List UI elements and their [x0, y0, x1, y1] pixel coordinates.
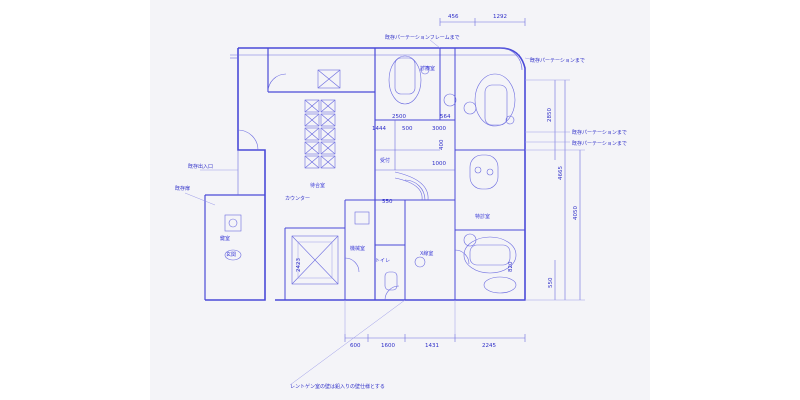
annotations: 既存パーテーションフレームまで 既存パーテーションまで 既存パーテーションまで … [175, 34, 627, 390]
label-waiting-room: 待合室 [310, 182, 325, 189]
seat-box [320, 99, 336, 113]
door-swings [237, 47, 523, 301]
note-right-3: 既存パーテーションまで [572, 140, 627, 147]
label-lock-room: 鍵室 [220, 235, 230, 242]
seat-cross [304, 141, 320, 155]
dim-top-2: 1292 [493, 14, 507, 20]
seat-box [304, 113, 320, 127]
dim-inner-4: 500 [402, 126, 413, 132]
label-reception: 受付 [380, 157, 390, 164]
dental-chair-right [463, 73, 516, 127]
seat-cross [304, 113, 320, 127]
dim-inner-1: 2500 [392, 114, 406, 120]
label-consultation-room: 特診室 [475, 213, 490, 220]
label-entrance: 玄関 [226, 251, 236, 258]
dimension-labels: 456 1292 600 1600 1431 2245 2850 4665 40… [296, 14, 579, 349]
label-machine-room: 機械室 [350, 245, 365, 252]
seat-box [304, 99, 320, 113]
seat-cross [320, 99, 336, 113]
note-left-3: カウンター [285, 195, 310, 202]
label-dental-room: 診療室 [420, 65, 435, 72]
machine-room-box [291, 235, 339, 285]
dim-inner-10: 820 [508, 261, 514, 272]
dim-inner-7: 3000 [432, 126, 446, 132]
room-labels: 診療室 待合室 機械室 トイレ X線室 受付 特診室 鍵室 玄関 [220, 65, 490, 264]
seat-box [304, 127, 320, 141]
seat-cross [320, 155, 336, 169]
seat-box [320, 141, 336, 155]
label-xray-room: X線室 [420, 250, 433, 257]
dim-right-4: 550 [548, 277, 554, 288]
seat-cross [320, 113, 336, 127]
seat-cross [320, 127, 336, 141]
dim-inner-9: 2423 [296, 258, 302, 272]
seat-cross [304, 155, 320, 169]
reception-counter [394, 171, 429, 201]
dim-bottom-1: 600 [350, 343, 361, 349]
label-toilet: トイレ [375, 258, 390, 264]
seat-box [320, 127, 336, 141]
seat-cross [304, 127, 320, 141]
dim-bottom-3: 1431 [425, 343, 439, 349]
seat-box [320, 155, 336, 169]
seat-box [304, 155, 320, 169]
dimension-lines [344, 18, 585, 342]
waiting-seats [304, 99, 336, 169]
note-left-1: 既存出入口 [188, 163, 213, 170]
seat-cross [320, 141, 336, 155]
dental-chair-top [388, 55, 457, 107]
dental-chair-special [463, 233, 517, 294]
consult-table [469, 154, 499, 190]
cabinet-x [317, 69, 341, 89]
leader-lines [184, 39, 570, 386]
seat-cross [304, 99, 320, 113]
seat-box [320, 113, 336, 127]
dim-bottom-4: 2245 [482, 343, 496, 349]
dim-inner-2: 564 [440, 114, 451, 120]
dim-inner-5: 1000 [432, 161, 446, 167]
dim-right-3: 4050 [573, 206, 579, 220]
inner-walls [237, 48, 525, 300]
dim-inner-6: 400 [439, 139, 445, 150]
note-right-2: 既存パーテーションまで [572, 129, 627, 136]
note-top: 既存パーテーションフレームまで [385, 34, 460, 41]
note-left-2: 既存扉 [175, 185, 190, 192]
note-right-1: 既存パーテーションまで [530, 57, 585, 64]
dim-inner-8: 550 [382, 199, 393, 205]
dim-top-1: 456 [448, 14, 459, 20]
outer-walls [204, 47, 526, 301]
dim-bottom-2: 1600 [381, 343, 395, 349]
seat-box [304, 141, 320, 155]
note-bottom: レントゲン室の壁は鉛入りの壁仕様とする [290, 383, 385, 390]
dim-inner-3: 1444 [372, 126, 386, 132]
dim-right-1: 2850 [547, 108, 553, 122]
dim-right-2: 4665 [558, 166, 564, 180]
toilet-fixtures [224, 211, 426, 291]
